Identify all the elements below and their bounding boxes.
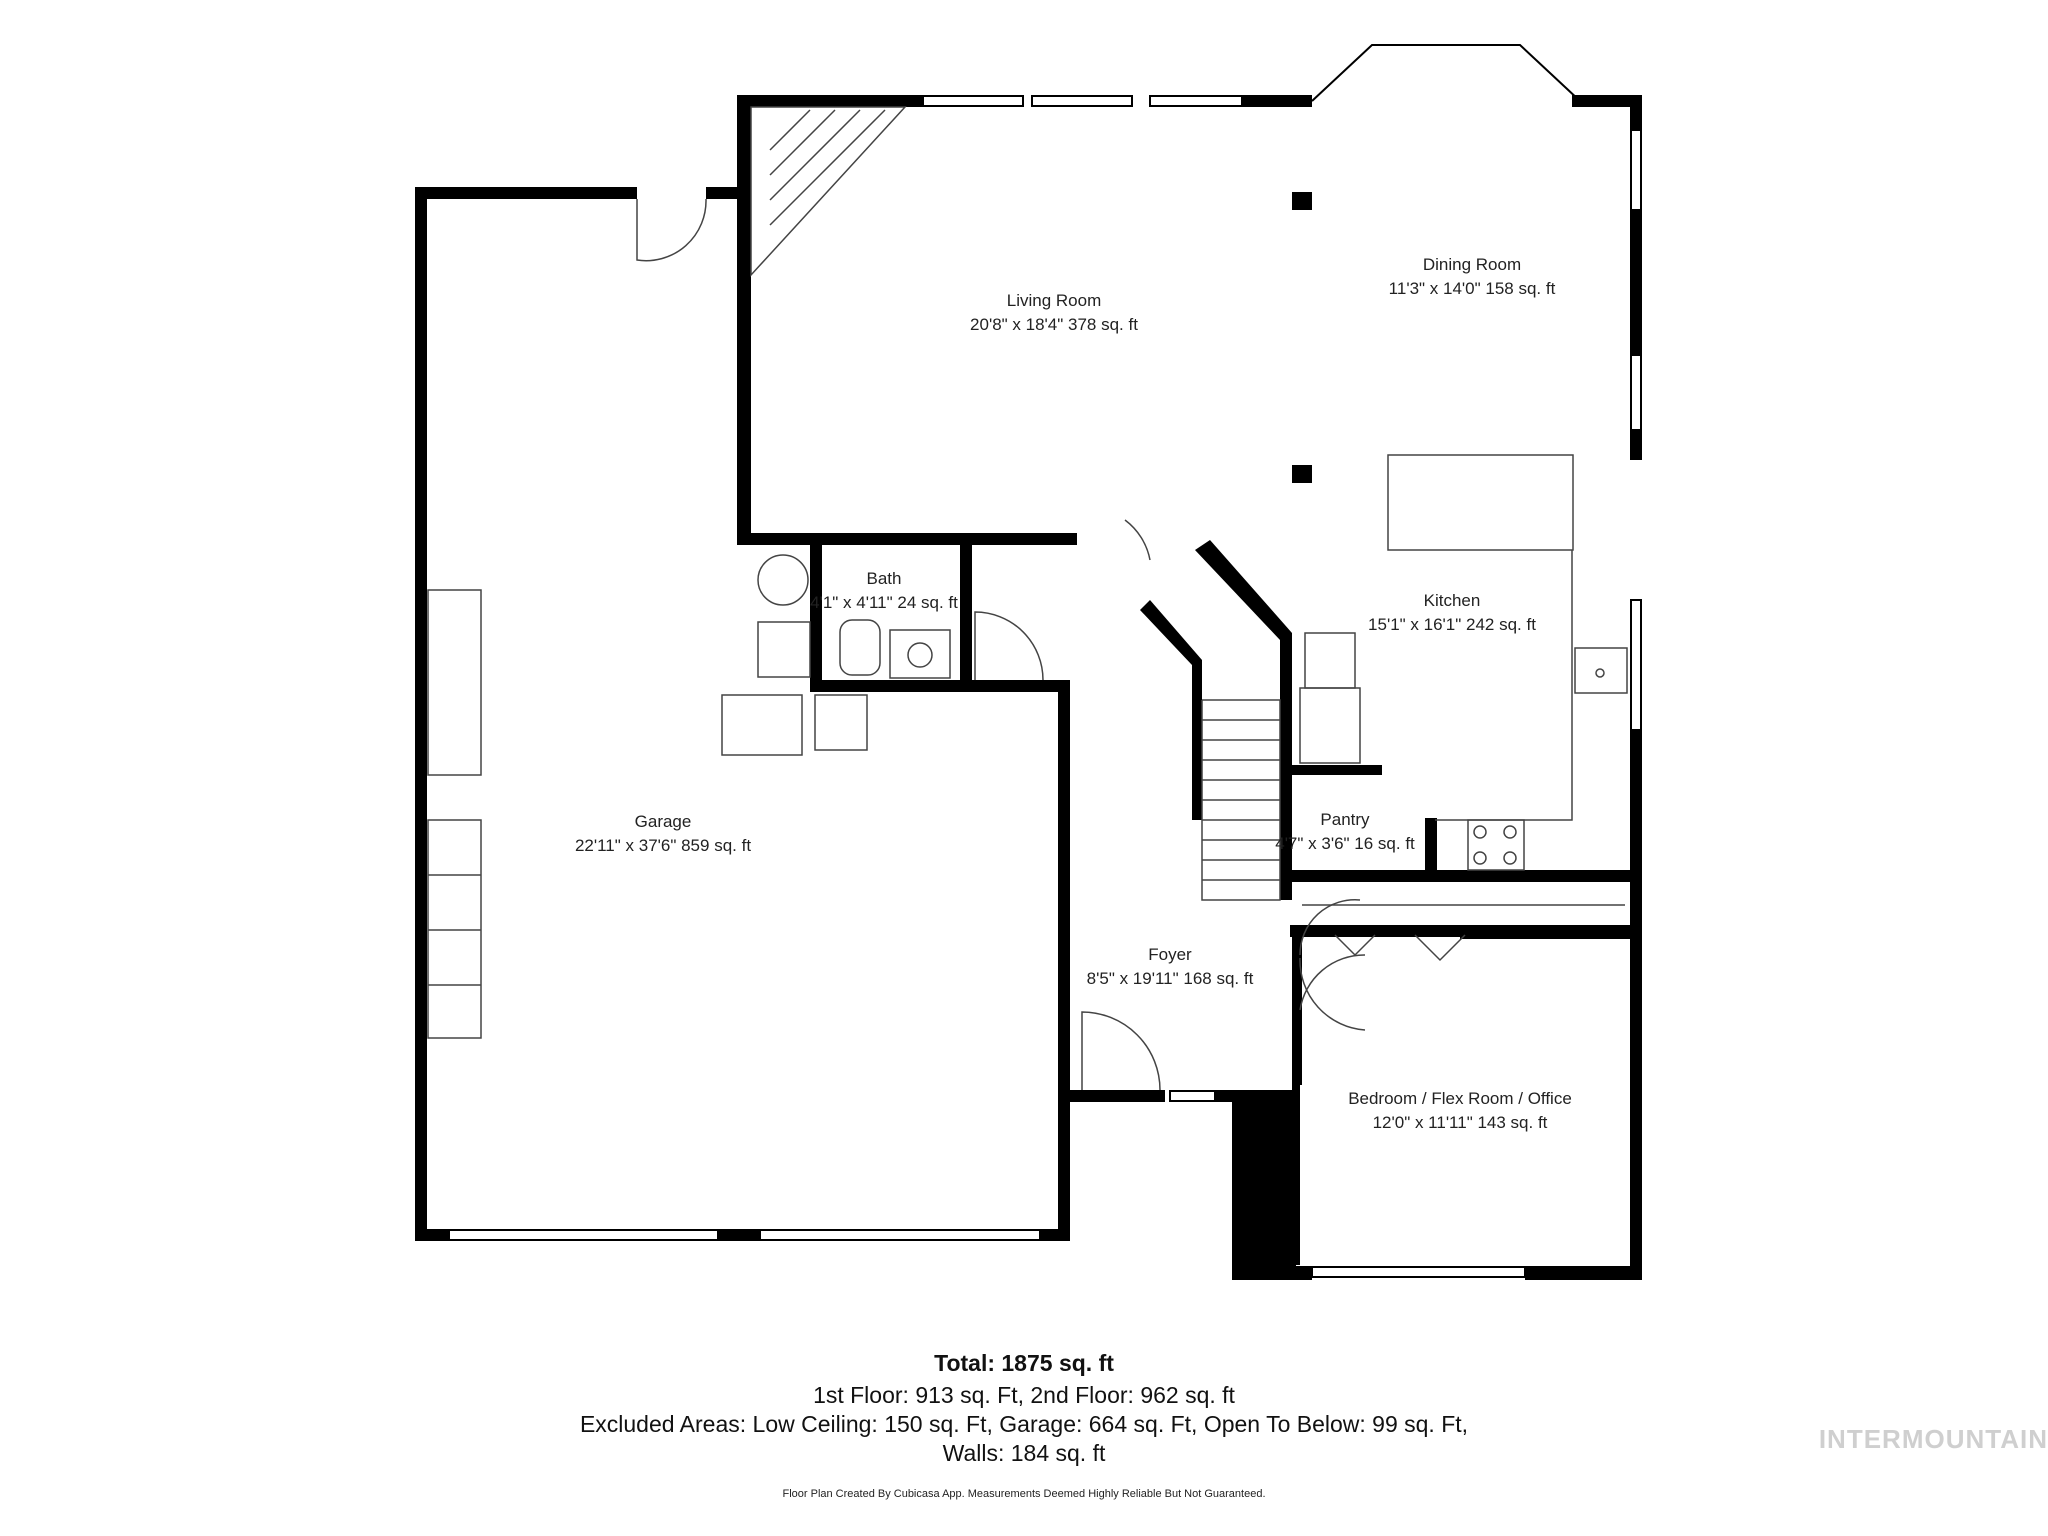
foyer-dims: 8'5" x 19'11" 168 sq. ft — [1087, 969, 1254, 988]
living-room-name: Living Room — [1007, 291, 1102, 310]
garage-dims: 22'11" x 37'6" 859 sq. ft — [575, 836, 751, 855]
bath-dims: 4'1" x 4'11" 24 sq. ft — [810, 593, 958, 612]
windows — [448, 44, 1642, 1278]
floor-areas: 1st Floor: 913 sq. Ft, 2nd Floor: 962 sq… — [813, 1382, 1235, 1408]
dining-room-name: Dining Room — [1423, 255, 1521, 274]
walls-area: Walls: 184 sq. ft — [942, 1440, 1106, 1466]
kitchen-dims: 15'1" x 16'1" 242 sq. ft — [1368, 615, 1536, 634]
living-room-dims: 20'8" x 18'4" 378 sq. ft — [970, 315, 1138, 334]
pantry-name: Pantry — [1320, 810, 1370, 829]
garage-name: Garage — [635, 812, 692, 831]
posts — [1292, 192, 1312, 483]
disclaimer: Floor Plan Created By Cubicasa App. Meas… — [782, 1488, 1266, 1500]
total-area: Total: 1875 sq. ft — [934, 1350, 1114, 1376]
room-labels: Living Room 20'8" x 18'4" 378 sq. ft Din… — [575, 255, 1572, 1132]
bedroom-dims: 12'0" x 11'11" 143 sq. ft — [1373, 1113, 1548, 1132]
watermark: INTERMOUNTAIN — [1818, 1424, 2048, 1454]
dining-room-dims: 11'3" x 14'0" 158 sq. ft — [1389, 279, 1556, 298]
walls — [415, 95, 1642, 1280]
bedroom-name: Bedroom / Flex Room / Office — [1348, 1089, 1572, 1108]
kitchen-name: Kitchen — [1424, 591, 1481, 610]
fixtures — [427, 106, 1628, 1091]
bath-name: Bath — [867, 569, 902, 588]
foyer-name: Foyer — [1148, 945, 1192, 964]
pantry-dims: 4'7" x 3'6" 16 sq. ft — [1275, 834, 1415, 853]
excluded-areas: Excluded Areas: Low Ceiling: 150 sq. Ft,… — [579, 1411, 1469, 1437]
